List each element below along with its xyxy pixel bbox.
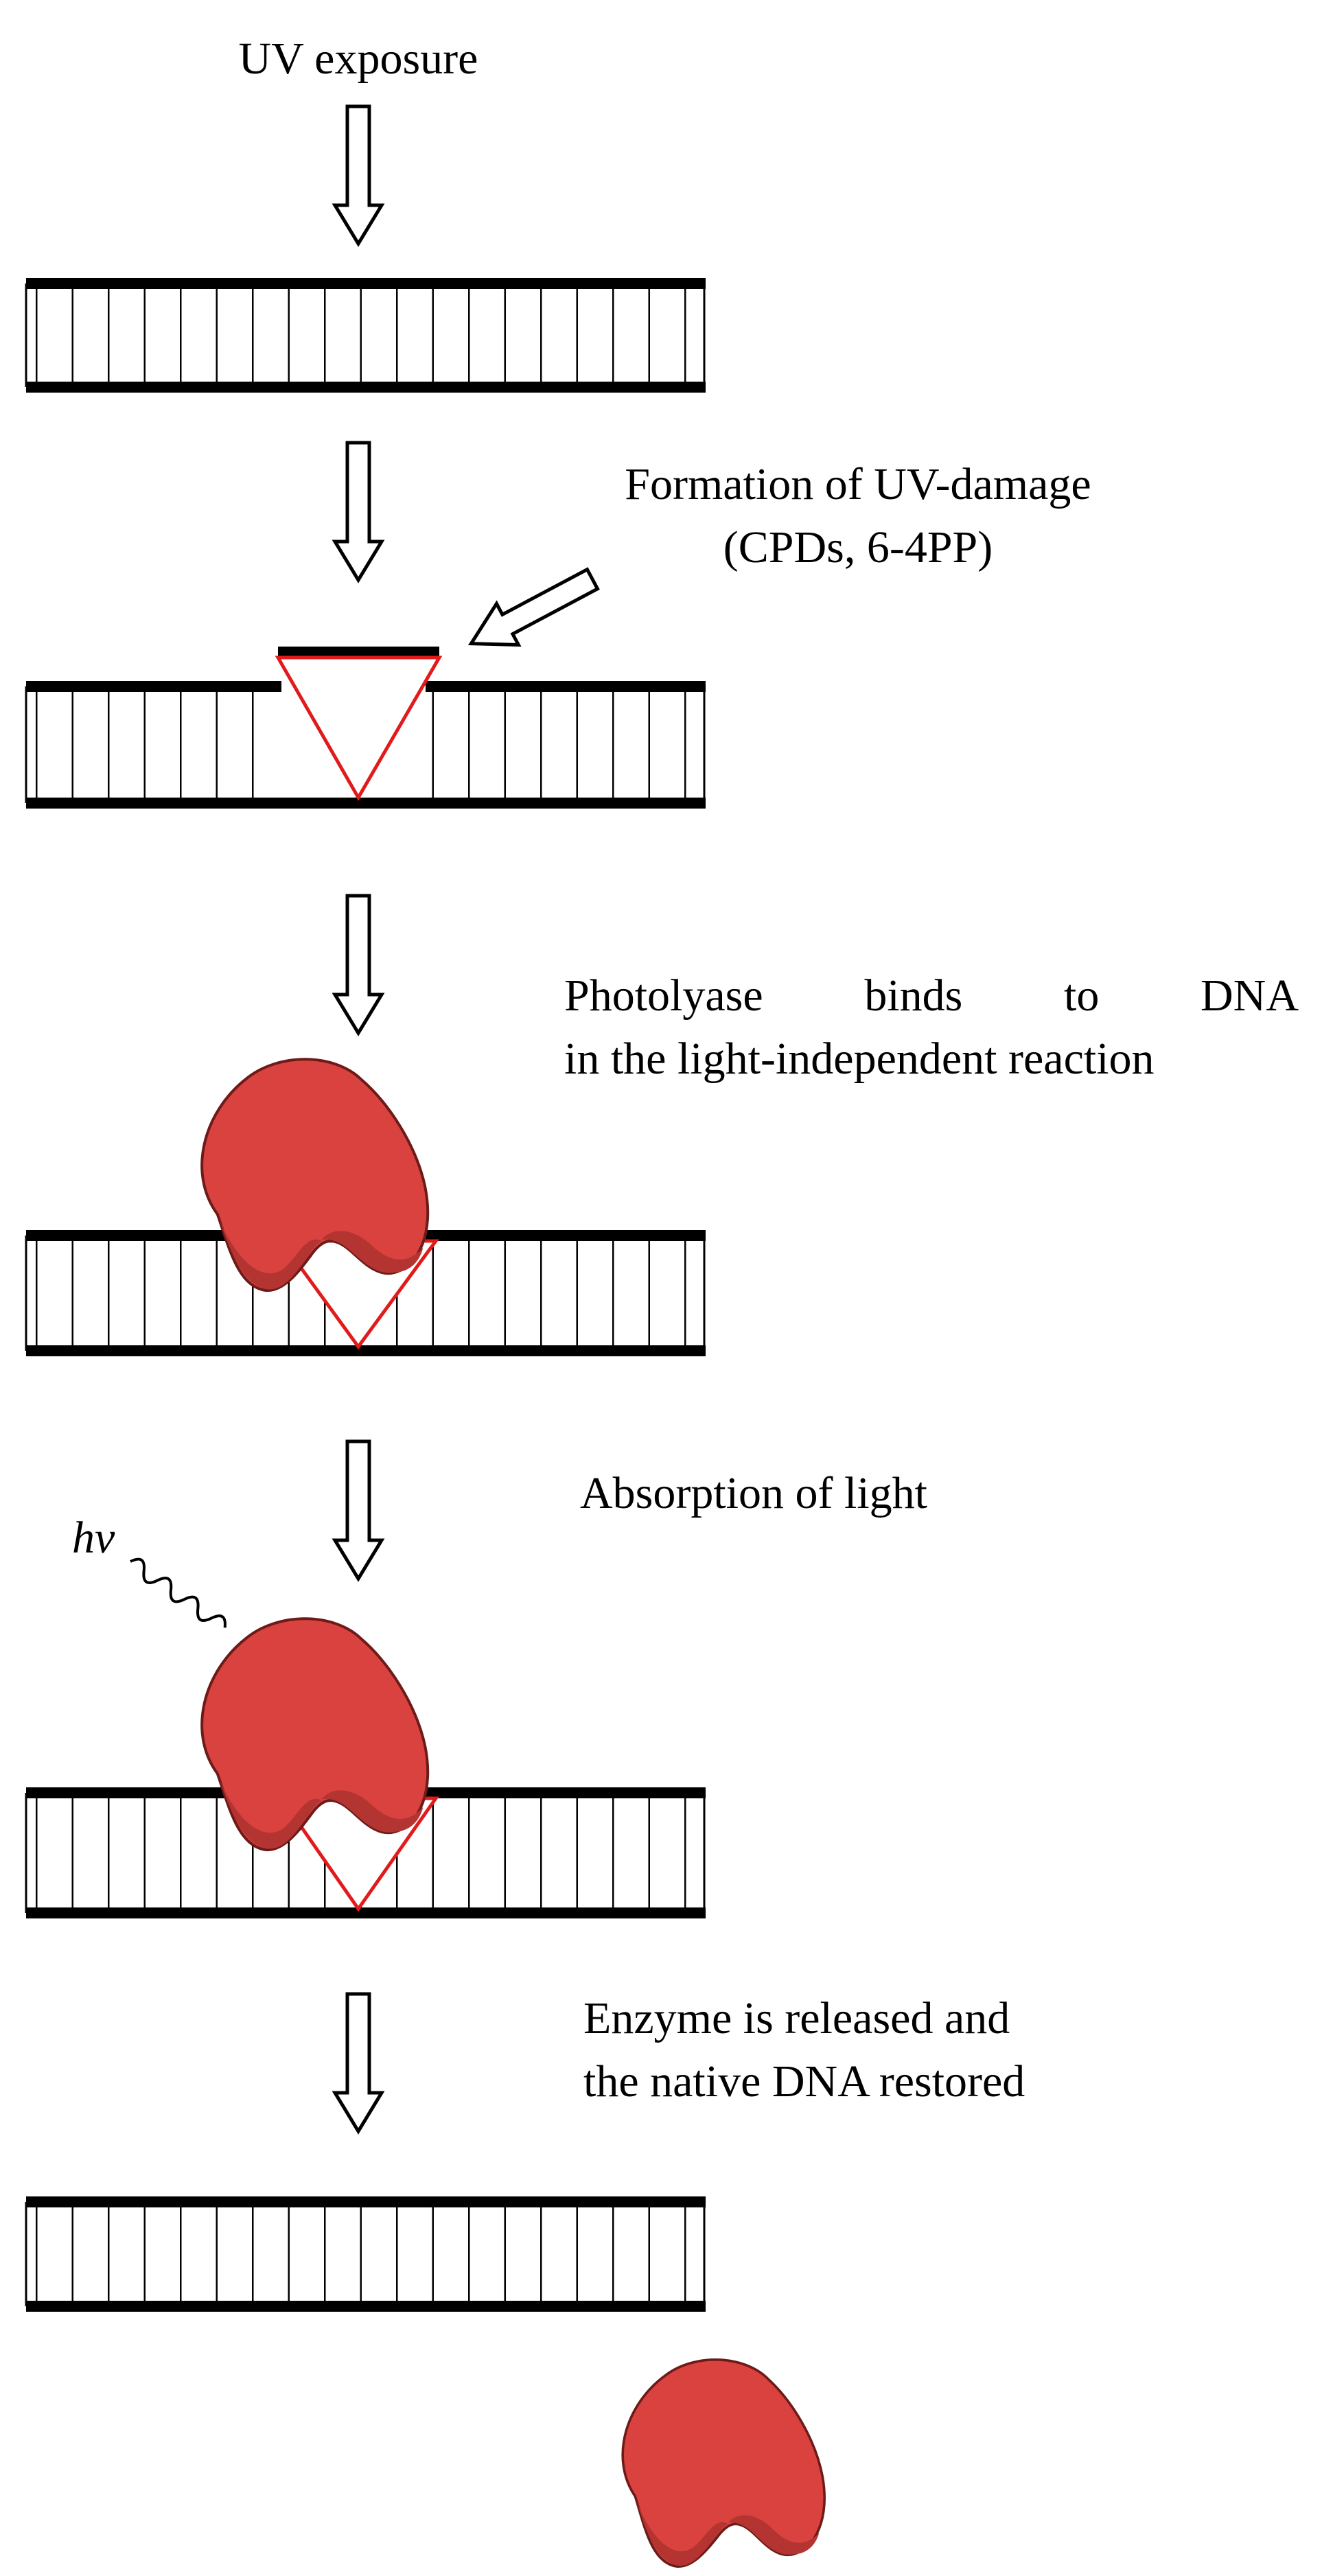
binding-label-line-2: in the light-independent reaction — [564, 1034, 1155, 1084]
release-label-line-1: Enzyme is released and — [583, 1993, 1010, 2043]
absorption-label: Absorption of light — [580, 1468, 927, 1518]
damage-formation-label: Formation of UV-damage (CPDs, 6-4PP) — [577, 453, 1139, 579]
release-arrow-icon — [335, 1994, 382, 2131]
uv-lesion-triangle-icon — [275, 655, 443, 802]
damage-label-line-2: (CPDs, 6-4PP) — [723, 522, 993, 572]
binding-word-1: Photolyase — [564, 971, 763, 1021]
release-label: Enzyme is released and the native DNA re… — [583, 1987, 1201, 2113]
uv-exposure-arrow-icon — [335, 106, 382, 244]
dna-damaged — [25, 647, 706, 809]
uv-exposure-label: UV exposure — [238, 34, 478, 84]
dna-intact-1 — [25, 278, 706, 393]
hollow-diagonal-arrow-icon — [467, 567, 600, 647]
absorption-arrow-icon — [335, 1441, 382, 1579]
photolyase-enzyme-icon — [612, 2347, 832, 2573]
damage-label-line-1: Formation of UV-damage — [625, 459, 1091, 509]
binding-label: Photolyase binds to DNA in the light-ind… — [564, 964, 1299, 1091]
dna-restored — [25, 2196, 706, 2312]
binding-arrow-icon — [335, 896, 382, 1033]
photon-symbol-label: hv — [72, 1513, 115, 1563]
binding-word-3: to — [1064, 971, 1100, 1021]
wavy-photon-icon — [130, 1557, 227, 1628]
release-label-line-2: the native DNA restored — [583, 2056, 1025, 2107]
damage-arrow-icon — [335, 443, 382, 580]
binding-label-line-1: Photolyase binds to DNA — [564, 964, 1299, 1028]
binding-word-4: DNA — [1201, 971, 1299, 1021]
binding-word-2: binds — [864, 971, 963, 1021]
